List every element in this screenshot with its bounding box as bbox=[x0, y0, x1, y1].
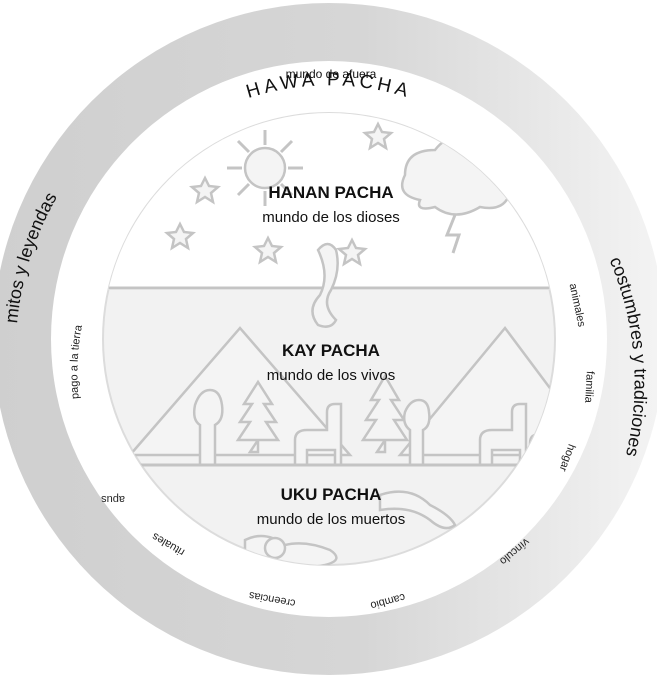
hanan-pacha-subtitle: mundo de los dioses bbox=[262, 209, 400, 226]
uku-pacha-subtitle: mundo de los muertos bbox=[257, 511, 405, 528]
serpent-icon bbox=[311, 242, 339, 328]
star-icon bbox=[164, 221, 196, 251]
hanan-pacha-title: HANAN PACHA bbox=[268, 183, 393, 202]
star-icon bbox=[189, 175, 221, 205]
star-icon bbox=[362, 121, 394, 151]
person-icon bbox=[402, 398, 431, 467]
sun-icon bbox=[227, 130, 303, 206]
underworld-serpent bbox=[378, 490, 457, 530]
ring-term-apus: apus bbox=[101, 493, 125, 505]
star-icon bbox=[336, 237, 368, 267]
uku-pacha-title: UKU PACHA bbox=[281, 485, 382, 504]
tree-icon bbox=[235, 379, 281, 454]
mountain-left bbox=[127, 326, 353, 457]
tree-icon bbox=[360, 373, 410, 454]
hawa-pacha-subtitle: mundo de afuera bbox=[286, 67, 377, 81]
star-icon bbox=[252, 235, 284, 265]
kay-pacha-title: KAY PACHA bbox=[282, 341, 380, 360]
ring-term-familia: familia bbox=[582, 371, 596, 404]
llama-icon bbox=[293, 402, 343, 467]
lightning-icon bbox=[444, 214, 462, 254]
kay-pacha-subtitle: mundo de los vivos bbox=[267, 367, 395, 384]
person-icon bbox=[192, 388, 224, 467]
skull-icon bbox=[263, 536, 287, 560]
